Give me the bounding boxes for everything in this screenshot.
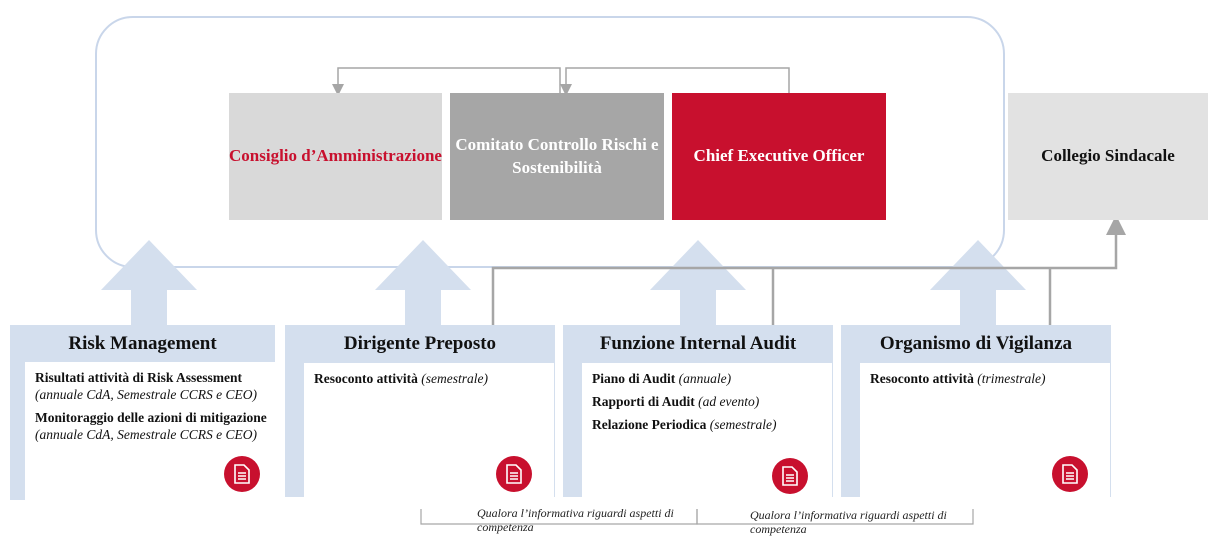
document-icon [224, 456, 260, 492]
list-item: Resoconto attività (semestrale) [314, 371, 488, 386]
panel-organismo-vigilanza: Organismo di Vigilanza Resoconto attivit… [841, 325, 1111, 509]
panel-funzione-internal-audit: Funzione Internal Audit Piano di Audit (… [563, 325, 833, 509]
box-comitato-controllo: Comitato Controllo Rischi e Sostenibilit… [450, 93, 664, 220]
panel-title: Dirigente Preposto [343, 333, 497, 354]
collegio-label: Collegio Sindacale [1041, 146, 1175, 166]
ccrs-label: Comitato Controllo Rischi e Sostenibilit… [455, 134, 659, 177]
document-icon [1052, 456, 1088, 492]
arrow-up-risk [101, 240, 197, 327]
panel-dirigente-preposto: Dirigente Preposto Resoconto attività (s… [285, 325, 555, 509]
list-item: Relazione Periodica (semestrale) [592, 416, 777, 432]
arrow-up-audit [650, 240, 746, 327]
box-collegio-sindacale: Collegio Sindacale [1008, 93, 1208, 220]
box-consiglio-amministrazione: Consiglio d’Amministrazione [229, 93, 442, 220]
ceo-label: Chief Executive Officer [693, 146, 865, 166]
list-item: Monitoraggio delle azioni di mitigazione… [35, 409, 267, 442]
panel-title: Risk Management [68, 333, 217, 354]
list-item: Rapporti di Audit (ad evento) [592, 393, 760, 409]
document-icon [496, 456, 532, 492]
collegio-lines [491, 215, 1126, 327]
document-icon [772, 458, 808, 494]
top-loop-lines [332, 67, 790, 96]
list-item: Risultati attività di Risk Assessment (a… [35, 370, 257, 402]
panel-title: Organismo di Vigilanza [879, 333, 1073, 354]
panel-risk-management: Risk Management Risultati attività di Ri… [10, 325, 290, 506]
upward-arrows [101, 240, 1026, 327]
list-item: Resoconto attività (trimestrale) [870, 371, 1046, 386]
box-chief-executive-officer: Chief Executive Officer [672, 93, 886, 220]
arrow-up-dirigente [375, 240, 471, 327]
note-left: Qualora l’informativa riguardi aspetti d… [477, 506, 674, 535]
note-right: Qualora l’informativa riguardi aspetti d… [750, 508, 947, 537]
panel-title: Funzione Internal Audit [599, 333, 797, 354]
bottom-conditional-lines [416, 495, 978, 525]
list-item: Piano di Audit (annuale) [592, 371, 732, 386]
cda-label: Consiglio d’Amministrazione [229, 146, 442, 166]
arrow-up-odv [930, 240, 1026, 327]
